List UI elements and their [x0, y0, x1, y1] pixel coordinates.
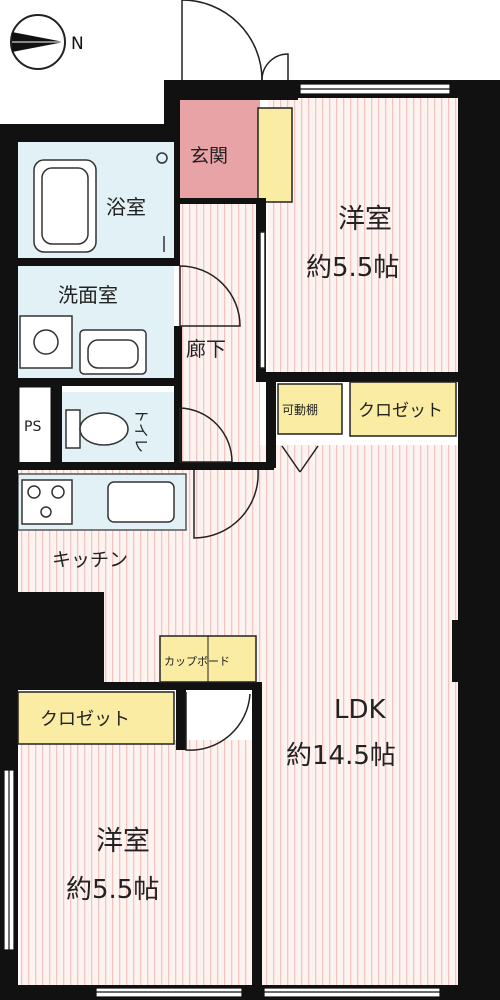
floor-areas: [16, 98, 460, 985]
western-bottom-door: [185, 692, 251, 751]
entrance-label: 玄関: [190, 145, 228, 167]
bathtub-icon: [33, 159, 97, 253]
western-bottom-size: 約5.5帖: [66, 875, 159, 905]
cupboard-label: カップボード: [164, 655, 230, 668]
washbasin-icon: [79, 329, 147, 375]
windows: [3, 83, 451, 998]
entrance-floor: [180, 100, 260, 200]
front-door-swing: [181, 0, 263, 81]
front-door-swing-2: [261, 53, 289, 81]
western-top-name: 洋室: [338, 204, 392, 235]
storage-units: [17, 381, 457, 745]
toilet-tank-icon: [65, 409, 81, 449]
shower-icon: [156, 152, 168, 164]
room-labels: 玄関 浴室 洗面室 廊下 トイレ PS キッチン 洋室 約5.5帖 LDK 約1…: [24, 145, 443, 905]
doors: [179, 0, 319, 751]
movable-shelf-label: 可動棚: [282, 402, 318, 417]
hallway-floor: [178, 200, 260, 468]
shelf-door: [281, 445, 319, 473]
ldk-name: LDK: [334, 695, 387, 725]
toilet-door: [179, 407, 233, 463]
washroom-door: [179, 265, 241, 327]
closet-bottom-label: クロゼット: [40, 709, 130, 730]
kitchen-label: キッチン: [52, 549, 128, 571]
hallway-label: 廊下: [186, 337, 226, 361]
closet-top-box: [349, 381, 457, 437]
western-bottom-floor: [20, 740, 256, 985]
closet-top-label: クロゼット: [358, 401, 443, 421]
ldk-door: [193, 469, 259, 539]
ps-label: PS: [24, 419, 41, 435]
western-top-sliding-door: [259, 231, 266, 369]
bathroom-label: 浴室: [106, 195, 146, 219]
ldk-size: 約14.5帖: [286, 741, 396, 771]
toilet-bowl-icon: [79, 412, 129, 446]
compass-north-label: N: [71, 34, 84, 54]
washing-machine-pan-icon: [19, 315, 73, 369]
compass: N: [10, 14, 84, 70]
compass-circle: [10, 14, 66, 70]
western-top-floor: [268, 98, 458, 372]
western-top-size: 約5.5帖: [306, 253, 399, 283]
kitchen-sink-icon: [107, 481, 175, 523]
western-bottom-name: 洋室: [96, 826, 150, 857]
fixtures: [19, 152, 175, 525]
closet-bottom-box: [17, 691, 175, 745]
toilet-label: トイレ: [132, 408, 150, 453]
movable-shelf-box: [277, 383, 343, 435]
shoe-cabinet: [257, 107, 293, 203]
washroom-label: 洗面室: [58, 283, 118, 307]
ldk-floor: [258, 445, 458, 985]
